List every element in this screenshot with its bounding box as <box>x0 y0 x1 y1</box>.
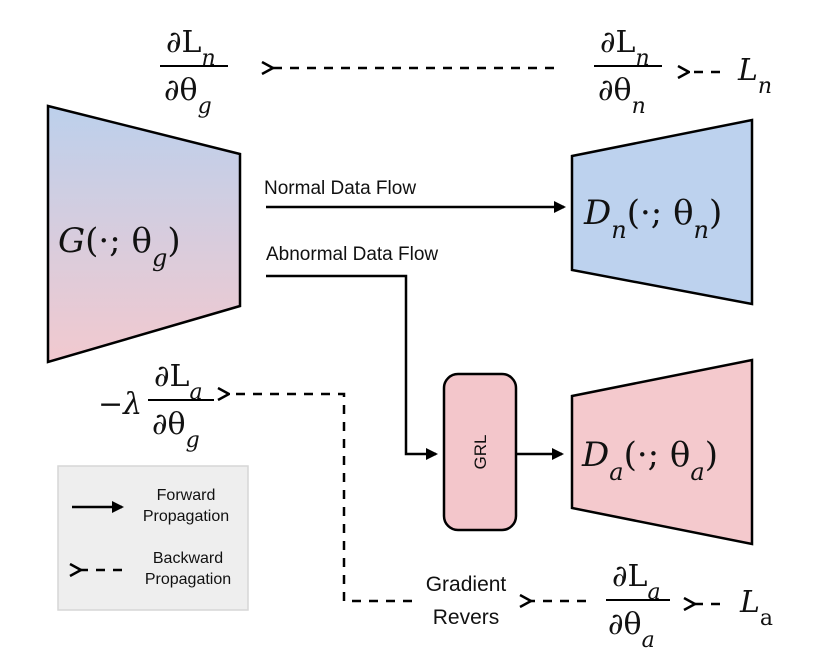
generator-shape <box>46 104 242 364</box>
grl-shape <box>442 372 518 532</box>
dLa-dtheta-g-num: ∂La <box>154 359 203 405</box>
forward-flows: Normal Data Flow Abnormal Data Flow <box>264 178 566 460</box>
reverse-gradient-arrow <box>228 394 412 603</box>
loss-n-label: Ln <box>737 53 772 99</box>
bottom-gradient-group: −λ ∂La ∂θg Gradient Revers ∂La ∂θa La <box>98 359 773 653</box>
neg-lambda: −λ <box>98 387 142 422</box>
generator-label: G(·; θg) <box>58 221 181 272</box>
abnormal-discriminator-shape <box>570 358 754 546</box>
dLa-dtheta-g-den: ∂θg <box>152 407 200 453</box>
gradient-reverse-label-line2: Revers <box>433 606 500 629</box>
legend-backward-line1: Backward <box>153 550 223 567</box>
dLn-dtheta-g-den: ∂θg <box>164 73 212 119</box>
abnormal-flow-arrow <box>266 274 438 460</box>
dLa-dtheta-a-num: ∂La <box>612 559 661 605</box>
normal-discriminator-shape <box>570 118 754 306</box>
normal-discriminator-label: Dn(·; θn) <box>583 193 722 244</box>
legend-box <box>57 465 249 611</box>
abnormal-discriminator-block: Da(·; θa) <box>570 358 754 546</box>
loss-a-label: La <box>739 585 773 631</box>
legend-forward-line2: Propagation <box>143 508 229 525</box>
dLn-dtheta-n-den: ∂θn <box>598 73 646 119</box>
abnormal-discriminator-label: Da(·; θa) <box>581 435 718 486</box>
normal-flow-label: Normal Data Flow <box>264 178 416 199</box>
generator-block: G(·; θg) <box>46 104 242 364</box>
top-gradient-group: ∂Ln ∂θg ∂Ln ∂θn Ln <box>160 25 772 119</box>
legend-backward-line2: Propagation <box>145 571 231 588</box>
dLn-dtheta-g-num: ∂Ln <box>166 25 216 71</box>
dLn-dtheta-n-num: ∂Ln <box>600 25 650 71</box>
gradient-reverse-label-line1: Gradient <box>426 573 507 596</box>
dLa-dtheta-a: ∂La ∂θa <box>606 559 670 653</box>
abnormal-flow-label: Abnormal Data Flow <box>266 244 438 265</box>
grl-block: GRL <box>442 372 518 532</box>
legend-forward-line1: Forward <box>157 487 216 504</box>
dLa-dtheta-a-den: ∂θa <box>608 607 655 653</box>
dLn-dtheta-n: ∂Ln ∂θn <box>594 25 662 119</box>
dLn-dtheta-g: ∂Ln ∂θg <box>160 25 228 119</box>
normal-discriminator-block: Dn(·; θn) <box>570 118 754 306</box>
neg-lambda-dLa-dtheta-g: −λ ∂La ∂θg <box>98 359 214 453</box>
legend: Forward Propagation Backward Propagation <box>57 465 249 611</box>
grl-label: GRL <box>471 435 490 470</box>
